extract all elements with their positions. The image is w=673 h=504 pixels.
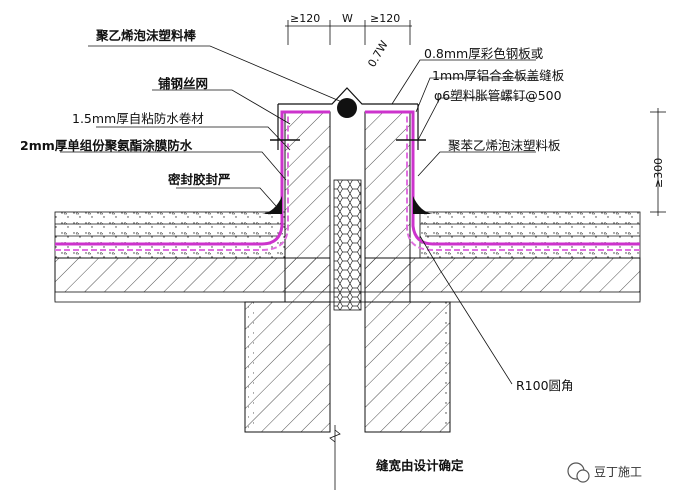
membrane-right bbox=[365, 110, 640, 251]
membrane-left bbox=[55, 110, 330, 251]
dim-slope: 0.7W bbox=[365, 38, 391, 69]
dim-right-min: ≥120 bbox=[370, 12, 400, 25]
label-membrane: 1.5mm厚自粘防水卷材 bbox=[72, 111, 204, 126]
left-upstand bbox=[284, 111, 331, 303]
watermark-text: 豆丁施工 bbox=[594, 465, 642, 479]
break-line bbox=[329, 425, 341, 490]
label-cover-plate-2: 1mm厚铝合金板盖缝板 bbox=[432, 68, 565, 83]
left-beam bbox=[244, 301, 331, 433]
foam-rod bbox=[337, 98, 357, 118]
watermark: 豆丁施工 bbox=[567, 462, 642, 483]
label-fillet: R100圆角 bbox=[516, 378, 574, 393]
leaders bbox=[60, 45, 536, 385]
label-gap-note: 缝宽由设计确定 bbox=[376, 458, 464, 473]
dim-left-min: ≥120 bbox=[290, 12, 320, 25]
dim-height: ≥300 bbox=[652, 158, 665, 188]
label-rod-top: 聚乙烯泡沫塑料棒 bbox=[95, 28, 197, 43]
dim-width: W bbox=[342, 12, 353, 25]
label-nail: φ6塑料胀管螺钉@500 bbox=[434, 88, 562, 103]
sealant bbox=[262, 196, 433, 214]
height-dimension bbox=[650, 108, 666, 216]
cover-plate bbox=[277, 87, 419, 150]
joint-gap bbox=[329, 112, 366, 432]
right-beam bbox=[364, 301, 451, 433]
label-coating: 2mm厚单组份聚氨酯涂膜防水 bbox=[20, 138, 193, 153]
label-sealant: 密封胶封严 bbox=[167, 172, 231, 187]
top-dimension bbox=[285, 20, 412, 45]
roof-layers bbox=[55, 223, 640, 237]
label-cover-plate-1: 0.8mm厚彩色钢板或 bbox=[424, 46, 544, 61]
label-mesh: 铺钢丝网 bbox=[158, 76, 208, 91]
label-eps-board: 聚苯乙烯泡沫塑料板 bbox=[448, 138, 561, 153]
